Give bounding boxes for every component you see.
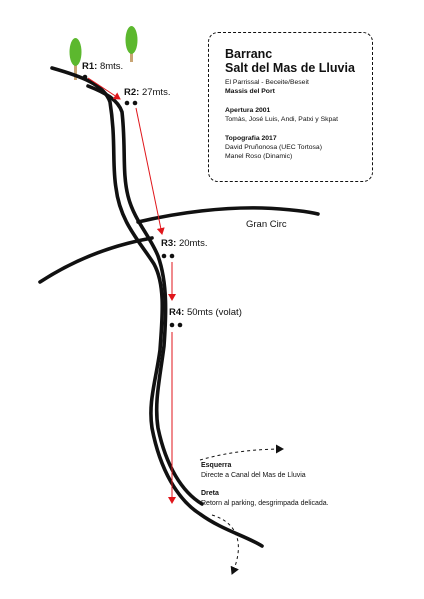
- topo-author-2: Manel Roso (Dinamic): [225, 153, 293, 160]
- rappel-label-r4: R4: 50mts (volat): [169, 307, 242, 318]
- tree-icon: [125, 26, 138, 62]
- exit-right-note: Dreta Retorn al parking, desgrimpada del…: [201, 489, 329, 508]
- rappel-length: 27mts.: [141, 87, 171, 98]
- topo-heading: Topografia 2017: [225, 135, 277, 142]
- anchor-bolt-icon: [177, 322, 183, 328]
- route-arrow-r1: [87, 77, 121, 100]
- opening-names: Tomàs, José Luis, Andi, Patxi y Skpat: [225, 116, 338, 123]
- canyon-name-line2: Salt del Mas de Lluvia: [225, 61, 355, 75]
- exit-left-arrow: [199, 444, 284, 461]
- rappel-id: R2:: [124, 87, 140, 98]
- rappel-length: 20mts.: [178, 238, 208, 249]
- rappel-length: 50mts (volat): [186, 307, 242, 318]
- rappel-id: R1:: [82, 61, 98, 72]
- exit-right-text: Retorn al parking, desgrimpada delicada.: [201, 499, 329, 507]
- anchor-bolt-icon: [161, 253, 167, 259]
- anchor-bolt-icon: [132, 100, 138, 106]
- rappel-label-r1: R1: 8mts.: [82, 61, 123, 72]
- canyon-wall-right: [86, 84, 204, 506]
- massif-text: Massis del Port: [225, 88, 275, 95]
- anchor-bolt-icon: [169, 253, 175, 259]
- anchor-bolt-icon: [169, 322, 175, 328]
- route-arrow-r2: [135, 107, 165, 235]
- exit-right-arrow: [211, 514, 239, 575]
- exit-left-heading: Esquerra: [201, 462, 232, 469]
- exit-left-note: Esquerra Directe a Canal del Mas de Lluv…: [201, 461, 306, 480]
- rappel-length: 8mts.: [99, 61, 124, 72]
- anchor-bolt-icon: [124, 100, 130, 106]
- gran-circ-label: Gran Circ: [246, 219, 287, 230]
- opening-heading: Apertura 2001: [225, 107, 271, 114]
- rappel-id: R4:: [169, 307, 185, 318]
- exit-left-text: Directe a Canal del Mas de Lluvia: [201, 471, 306, 479]
- side-branch-wall: [38, 236, 154, 284]
- gran-circ-wall: [136, 206, 320, 224]
- rappel-label-r2: R2: 27mts.: [124, 87, 170, 98]
- canyon-wall-left: [50, 66, 264, 548]
- topo-author-1: David Pruñonosa (UEC Tortosa): [225, 144, 322, 151]
- rappel-id: R3:: [161, 238, 177, 249]
- anchor-bolt-icon: [82, 74, 88, 80]
- info-box: Barranc Salt del Mas de Lluvia El Parris…: [208, 32, 373, 182]
- rappel-label-r3: R3: 20mts.: [161, 238, 207, 249]
- canyon-name-line1: Barranc: [225, 47, 273, 61]
- location-text: El Parrissal - Beceite/Beseit: [225, 79, 309, 86]
- tree-icon: [69, 38, 82, 80]
- exit-right-heading: Dreta: [201, 490, 219, 497]
